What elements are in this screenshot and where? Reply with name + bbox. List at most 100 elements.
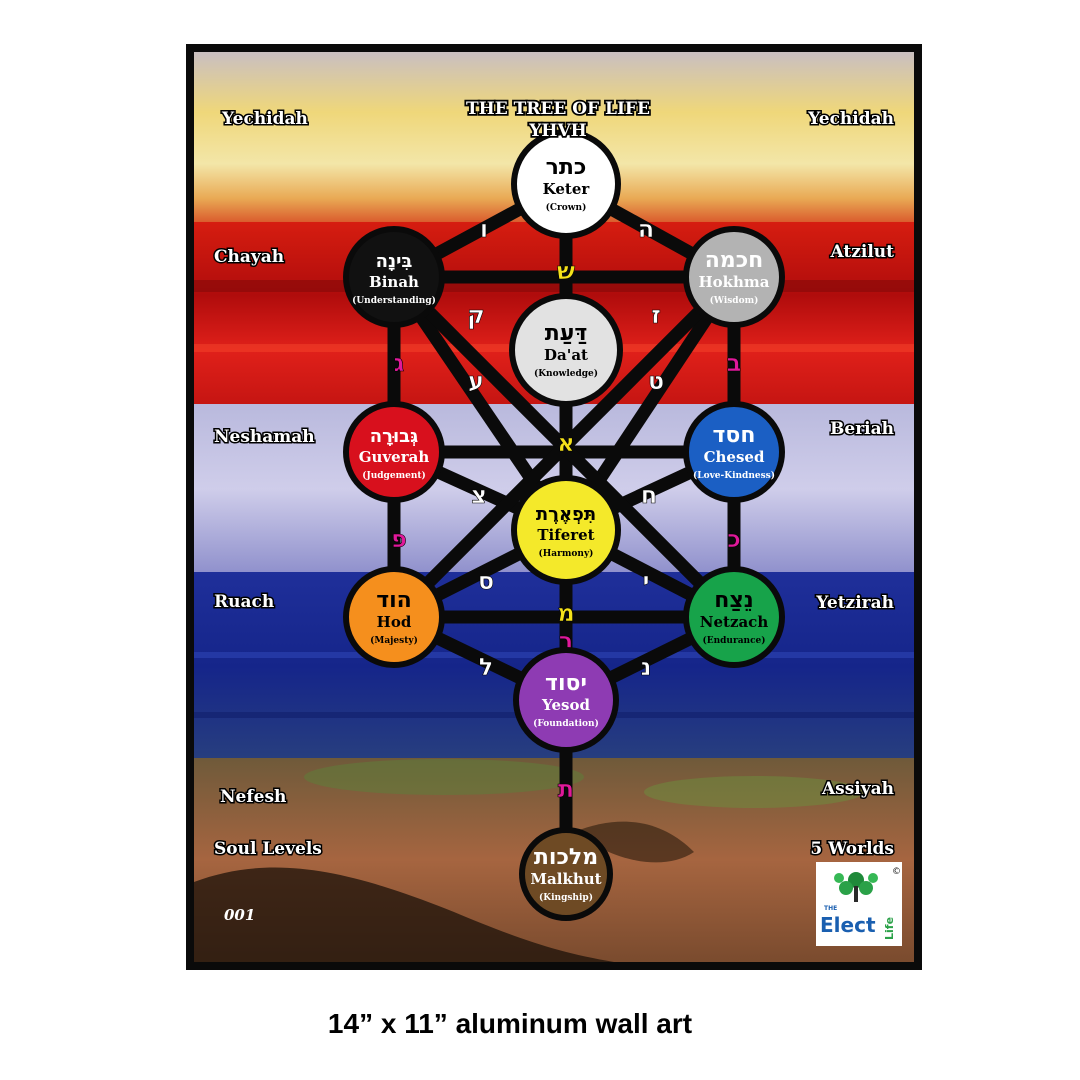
sefirah-circle: [683, 566, 785, 668]
sefirah-translation: (Love-Kindness): [693, 470, 775, 481]
sefirah-circle: [343, 566, 445, 668]
sefirah-name: Da'at: [544, 346, 588, 364]
sefirah-translation: (Foundation): [533, 718, 599, 729]
path-letter: ק: [467, 301, 485, 329]
soul-levels-label: Soul Levels: [214, 839, 322, 859]
worlds-label: 5 Worlds: [810, 839, 894, 859]
beach-grass: [644, 776, 864, 808]
sefirah-name: Hod: [377, 613, 412, 631]
path-letter: ח: [641, 481, 658, 509]
sefirah-translation: (Judgement): [362, 470, 426, 481]
sefirah-hebrew: הוד: [376, 588, 412, 613]
artwork-frame: והשדקזגעטבאצחפכסימרלנת כתרKeter(Crown)בִ…: [186, 44, 922, 970]
beach-grass: [304, 759, 584, 795]
sefirah-circle: [519, 827, 613, 921]
sefirah-circle: [683, 401, 785, 503]
sefirah-circle: [513, 647, 619, 753]
path-hokhma-hod: [389, 272, 739, 622]
soul-level-nefesh: Nefesh: [220, 787, 286, 807]
sefirah-circle: [343, 401, 445, 503]
sefirah-name: Hokhma: [698, 273, 769, 291]
sefirah-name: Netzach: [700, 613, 769, 631]
sefirah-circle: [509, 293, 623, 407]
logo-copyright: ©: [892, 867, 901, 877]
sefirah-hebrew: דַּעַת: [545, 321, 588, 346]
sefirah-translation: (Wisdom): [710, 295, 759, 306]
sefirah-name: Yesod: [541, 696, 590, 714]
sefirah-name: Keter: [543, 180, 591, 198]
soul-level-chayah: Chayah: [214, 247, 284, 267]
logo-the: THE: [824, 905, 837, 912]
path-letter: ה: [638, 215, 655, 243]
sefirah-translation: (Knowledge): [534, 368, 598, 379]
title-line-2: YHVH: [528, 121, 586, 141]
soul-level-neshamah: Neshamah: [214, 427, 315, 447]
beach-shadow: [574, 821, 694, 863]
sefirah-hebrew: תִּפְאֶרֶת: [536, 504, 596, 525]
sefirah-name: Binah: [369, 273, 419, 291]
tree-of-life-artwork: והשדקזגעטבאצחפכסימרלנת כתרKeter(Crown)בִ…: [194, 52, 914, 962]
sefirah-circle: [343, 226, 445, 328]
path-letter: ט: [648, 367, 664, 395]
sefirah-hebrew: גְּבוּרָה: [370, 426, 418, 447]
path-letter: נ: [641, 653, 652, 681]
sefirah-translation: (Harmony): [539, 548, 594, 559]
path-letter: ת: [558, 775, 574, 803]
sefirah-translation: (Crown): [546, 202, 587, 213]
path-letter: צ: [471, 481, 487, 509]
sefirah-hebrew: נֵצַח: [714, 588, 753, 613]
logo-elect: Elect: [820, 913, 876, 937]
sefirah-circle: [511, 129, 621, 239]
path-letter: ב: [727, 349, 742, 377]
sefirah-name: Malkhut: [530, 870, 601, 888]
path-letter: ו: [480, 215, 488, 243]
logo-life: Life: [883, 917, 896, 940]
sefirah-hebrew: מלכות: [534, 845, 598, 870]
beach-shadow: [194, 867, 614, 962]
path-letter: ש: [557, 257, 575, 285]
plate-number: 001: [224, 906, 255, 924]
sefirah-name: Tiferet: [537, 526, 594, 544]
path-letter: כ: [727, 525, 741, 553]
product-caption: 14” x 11” aluminum wall art: [327, 1008, 693, 1039]
sefirah-hebrew: יסוד: [545, 671, 587, 696]
world-yetzirah: Yetzirah: [815, 593, 894, 613]
title-line-1: THE TREE OF LIFE: [466, 99, 650, 119]
sefirah-daat: דַּעַתDa'at (Knowledge): [509, 293, 623, 407]
world-assiyah: Assiyah: [821, 779, 894, 799]
path-letter: ז: [651, 301, 661, 329]
sefirah-name: Chesed: [704, 448, 765, 466]
sefirah-hebrew: חסד: [712, 423, 755, 448]
sefirah-translation: (Kingship): [539, 892, 593, 903]
sefirah-circle: [683, 226, 785, 328]
sefirah-translation: (Majesty): [370, 635, 418, 646]
path-letter: ג: [394, 349, 405, 377]
sefirah-hebrew: חכמה: [705, 248, 764, 273]
sefirah-translation: (Understanding): [352, 295, 436, 306]
sefirah-hebrew: בִּינָה: [376, 251, 413, 272]
path-letter: ע: [468, 367, 484, 395]
soul-level-ruach: Ruach: [214, 592, 274, 612]
path-letter: ס: [478, 567, 494, 595]
sefirah-translation: (Endurance): [702, 635, 765, 646]
sefirah-circle: [511, 475, 621, 585]
world-beriah: Beriah: [830, 419, 894, 439]
sefirah-name: Guverah: [359, 448, 430, 466]
path-letter: מ: [557, 599, 574, 627]
sefirah-hebrew: כתר: [546, 155, 587, 180]
world-yechidah: Yechidah: [807, 109, 894, 129]
world-atzilut: Atzilut: [829, 242, 894, 262]
path-letter: פ: [391, 525, 407, 553]
elect-life-logo: © THE Elect Life: [816, 862, 902, 946]
path-letter: ל: [479, 653, 494, 681]
tree-icon: [834, 872, 878, 902]
